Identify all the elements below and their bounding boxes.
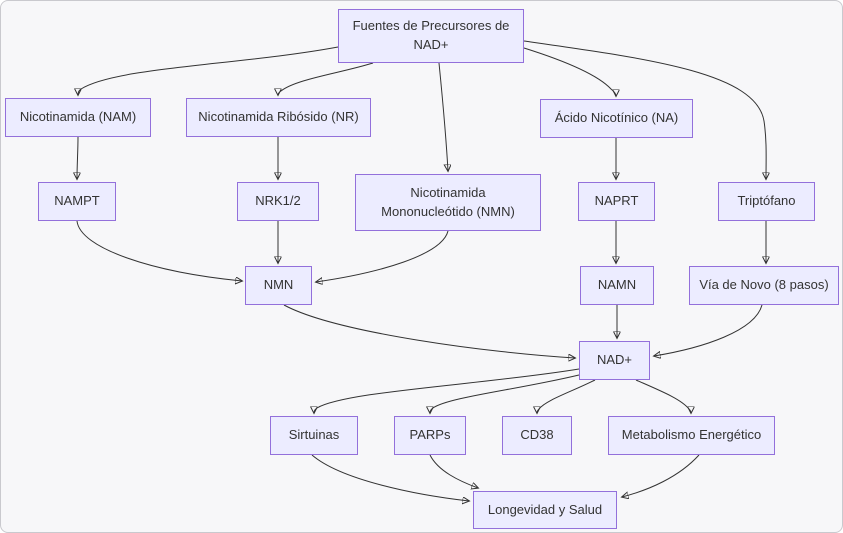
node-nampt-label: NAMPT bbox=[54, 193, 100, 209]
node-longevidad-label: Longevidad y Salud bbox=[487, 501, 603, 517]
node-nad-label: NAD+ bbox=[596, 352, 633, 368]
node-via-de-novo-label: Vía de Novo (8 pasos) bbox=[699, 277, 829, 293]
edge-parps-to-longevidad bbox=[429, 454, 478, 488]
node-namn: NAMN bbox=[580, 266, 654, 305]
node-parps-label: PARPs bbox=[409, 427, 451, 443]
node-metabolismo-label: Metabolismo Energético bbox=[621, 427, 762, 443]
node-na-label: Ácido Nicotínico (NA) bbox=[554, 110, 679, 126]
edge-fuentes-to-nr bbox=[278, 62, 374, 95]
edge-nmn-to-nad bbox=[283, 304, 575, 358]
edge-nad-to-metabolismo bbox=[635, 379, 691, 413]
edge-fuentes-to-nmn-mono bbox=[438, 62, 448, 171]
edge-fuentes-to-na bbox=[523, 47, 616, 96]
node-parps: PARPs bbox=[394, 416, 466, 455]
edge-fuentes-to-triptofano bbox=[523, 40, 766, 179]
edge-nam-to-nampt bbox=[77, 136, 78, 179]
node-via-de-novo: Vía de Novo (8 pasos) bbox=[689, 266, 839, 305]
node-nampt: NAMPT bbox=[38, 182, 116, 221]
node-cd38: CD38 bbox=[502, 416, 572, 455]
node-sirtuinas-label: Sirtuinas bbox=[288, 427, 340, 443]
node-triptofano: Triptófano bbox=[718, 182, 815, 221]
edge-sirtuinas-to-longevidad bbox=[311, 454, 469, 501]
node-nmn-mono: Nicotinamida Mononucleótido (NMN) bbox=[355, 174, 541, 231]
node-nad: NAD+ bbox=[579, 341, 650, 380]
node-nr: Nicotinamida Ribósido (NR) bbox=[186, 98, 371, 137]
node-nmn-mono-label: Nicotinamida Mononucleótido (NMN) bbox=[381, 184, 515, 219]
node-longevidad: Longevidad y Salud bbox=[473, 491, 617, 529]
node-naprt: NAPRT bbox=[578, 182, 655, 221]
node-nam-label: Nicotinamida (NAM) bbox=[19, 109, 137, 125]
node-nrk12: NRK1/2 bbox=[237, 182, 319, 221]
node-nmn-label: NMN bbox=[263, 277, 294, 293]
edge-fuentes-to-nam bbox=[78, 46, 339, 95]
node-na: Ácido Nicotínico (NA) bbox=[540, 99, 693, 138]
node-metabolismo: Metabolismo Energético bbox=[608, 416, 775, 455]
edge-nad-to-cd38 bbox=[537, 379, 596, 413]
node-fuentes-label: Fuentes de Precursores de NAD+ bbox=[352, 18, 510, 52]
node-nrk12-label: NRK1/2 bbox=[255, 193, 301, 209]
node-sirtuinas: Sirtuinas bbox=[270, 416, 358, 455]
node-fuentes: Fuentes de Precursores de NAD+ bbox=[338, 9, 524, 63]
node-triptofano-label: Triptófano bbox=[737, 193, 796, 209]
node-namn-label: NAMN bbox=[597, 277, 637, 293]
edge-nampt-to-nmn bbox=[76, 220, 242, 281]
edge-nmn-mono-to-nmn bbox=[316, 230, 449, 282]
node-naprt-label: NAPRT bbox=[594, 193, 639, 209]
node-nmn: NMN bbox=[245, 266, 312, 305]
edge-nad-to-parps bbox=[430, 374, 580, 413]
node-nr-label: Nicotinamida Ribósido (NR) bbox=[198, 109, 359, 125]
node-cd38-label: CD38 bbox=[520, 427, 554, 443]
node-nam: Nicotinamida (NAM) bbox=[5, 98, 151, 137]
edge-metabolismo-to-longevidad bbox=[622, 454, 700, 497]
edge-nad-to-sirtuinas bbox=[314, 368, 580, 413]
edge-via-de-novo-to-nad bbox=[654, 304, 763, 356]
